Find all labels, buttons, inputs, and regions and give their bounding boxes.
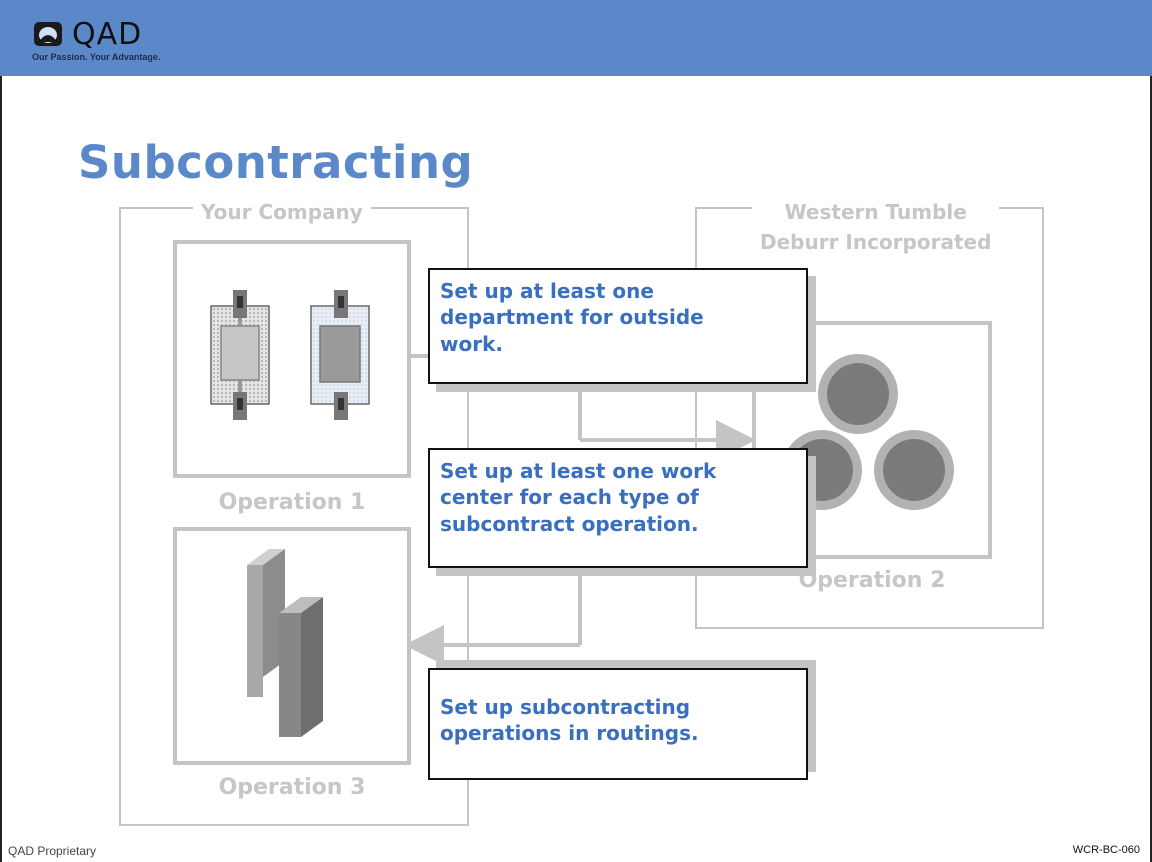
callout-2-line-3: subcontract operation. [440,511,699,536]
western-tumble-label: Western Tumble Deburr Incorporated [752,197,1000,257]
frame-right-border [1150,76,1152,862]
operation-1-label: Operation 1 [218,490,366,515]
your-company-label: Your Company [193,197,371,227]
operation-2-label: Operation 2 [798,568,946,593]
slide-title: Subcontracting [78,136,474,189]
callout-3-line-2: operations in routings. [440,721,699,746]
operation-1-box [173,240,411,478]
callout-1-line-1: Set up at least one [440,279,654,303]
qad-globe-icon [34,22,62,46]
footer-slide-code: WCR-BC-060 [1072,844,1140,856]
callout-department: Set up at least one department for outsi… [428,268,808,384]
callout-work-center: Set up at least one work center for each… [428,448,808,568]
header-band: QAD Our Passion. Your Advantage. [0,0,1152,76]
western-label-line-1: Western Tumble [784,200,967,224]
operation-3-label: Operation 3 [218,775,366,800]
frame-left-border [0,76,2,862]
logo-text: QAD [72,17,143,52]
press-machines-icon [210,290,370,420]
callout-2-line-2: center for each type of [440,485,699,510]
western-label-line-2: Deburr Incorporated [760,230,992,254]
callout-2-line-1: Set up at least one work [440,459,717,483]
logo-tagline: Our Passion. Your Advantage. [32,52,161,62]
callout-1-line-2: department for outside [440,305,704,330]
operation-3-box [173,527,411,765]
callout-routings: Set up subcontracting operations in rout… [428,668,808,780]
callout-1-line-3: work. [440,331,503,356]
callout-3-line-1: Set up subcontracting [440,695,691,719]
footer-proprietary: QAD Proprietary [8,844,97,858]
extrusion-bars-icon [247,549,323,737]
